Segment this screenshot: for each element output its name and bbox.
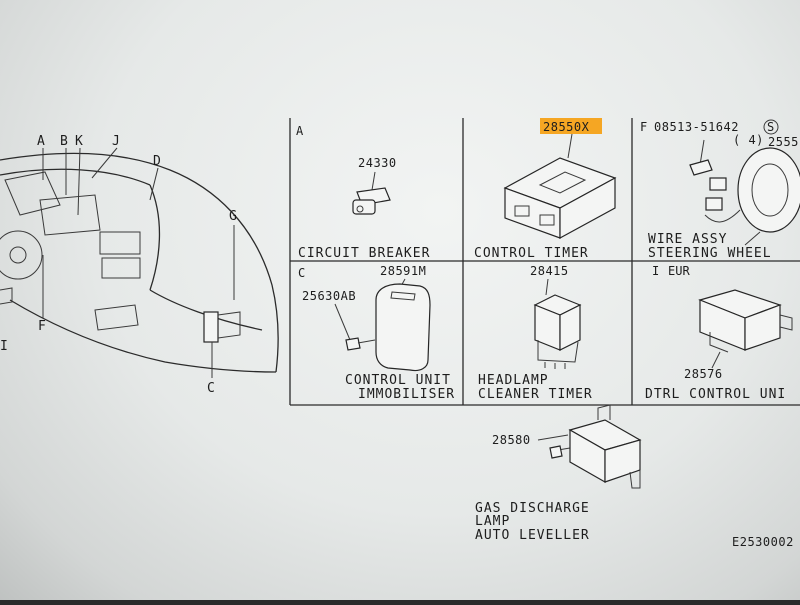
circuit-breaker-name: CIRCUIT BREAKER xyxy=(298,246,430,261)
gas-discharge-name-line1: GAS DISCHARGE xyxy=(475,501,590,516)
wire-assy-part-number: 2555 xyxy=(768,135,799,149)
gas-discharge-name-line2: LAMP xyxy=(475,514,510,529)
overview-letter-k: K xyxy=(75,134,84,149)
overview-letter-j: J xyxy=(112,134,121,149)
dashboard-overview xyxy=(0,147,279,378)
wire-assy-name-line2: STEERING WHEEL xyxy=(648,246,772,261)
overview-letters: A B K J D G F C I xyxy=(0,134,238,396)
dtrl-name: DTRL CONTROL UNI xyxy=(645,387,786,402)
control-timer-drawing xyxy=(503,133,617,240)
section-label-a: A xyxy=(296,124,304,138)
overview-letter-i: I xyxy=(0,339,9,354)
section-label-f: F xyxy=(640,120,647,134)
gas-discharge-name-line3: AUTO LEVELLER xyxy=(475,528,590,543)
wire-assy-bolt-mark: S xyxy=(767,120,775,134)
section-label-c: C xyxy=(298,266,305,280)
wire-assy-bolt-number: 08513-51642 xyxy=(654,120,739,134)
immobiliser-drawing xyxy=(334,278,431,372)
dtrl-drawing xyxy=(698,289,793,369)
gas-discharge-drawing xyxy=(537,404,642,489)
diagram-code: E2530002 xyxy=(732,535,794,549)
immobiliser-part-number: 28591M xyxy=(380,264,426,278)
control-timer-name: CONTROL TIMER xyxy=(474,246,589,261)
wire-assy-quantity: ( 4) xyxy=(733,133,764,147)
immobiliser-screw-number: 25630AB xyxy=(302,289,356,303)
headlamp-timer-name-line1: HEADLAMP xyxy=(478,373,549,388)
immobiliser-name-line2: IMMOBILISER xyxy=(358,387,455,402)
immobiliser-name-line1: CONTROL UNIT xyxy=(345,373,451,388)
overview-letter-a: A xyxy=(37,134,46,149)
control-timer-highlight xyxy=(540,118,602,134)
wire-assy-name-line1: WIRE ASSY xyxy=(648,232,727,247)
gas-discharge-screw-number: 28580 xyxy=(492,433,531,447)
wire-assy-drawing xyxy=(689,139,800,246)
headlamp-timer-drawing xyxy=(533,278,582,369)
section-label-i: I xyxy=(652,264,659,278)
headlamp-timer-part-number: 28415 xyxy=(530,264,569,278)
headlamp-timer-name-line2: CLEANER TIMER xyxy=(478,387,593,402)
overview-letter-g: G xyxy=(229,209,238,224)
overview-letter-b: B xyxy=(60,134,69,149)
overview-letter-d: D xyxy=(153,154,162,169)
overview-letter-f: F xyxy=(38,319,47,334)
overview-letter-c: C xyxy=(207,381,216,396)
grid-lines xyxy=(289,118,800,406)
dtrl-part-number: 28576 xyxy=(684,367,723,381)
control-timer-part-number: 28550X xyxy=(543,120,590,134)
circuit-breaker-drawing xyxy=(352,171,391,215)
circuit-breaker-part-number: 24330 xyxy=(358,156,397,170)
section-note-eur: EUR xyxy=(668,264,690,278)
